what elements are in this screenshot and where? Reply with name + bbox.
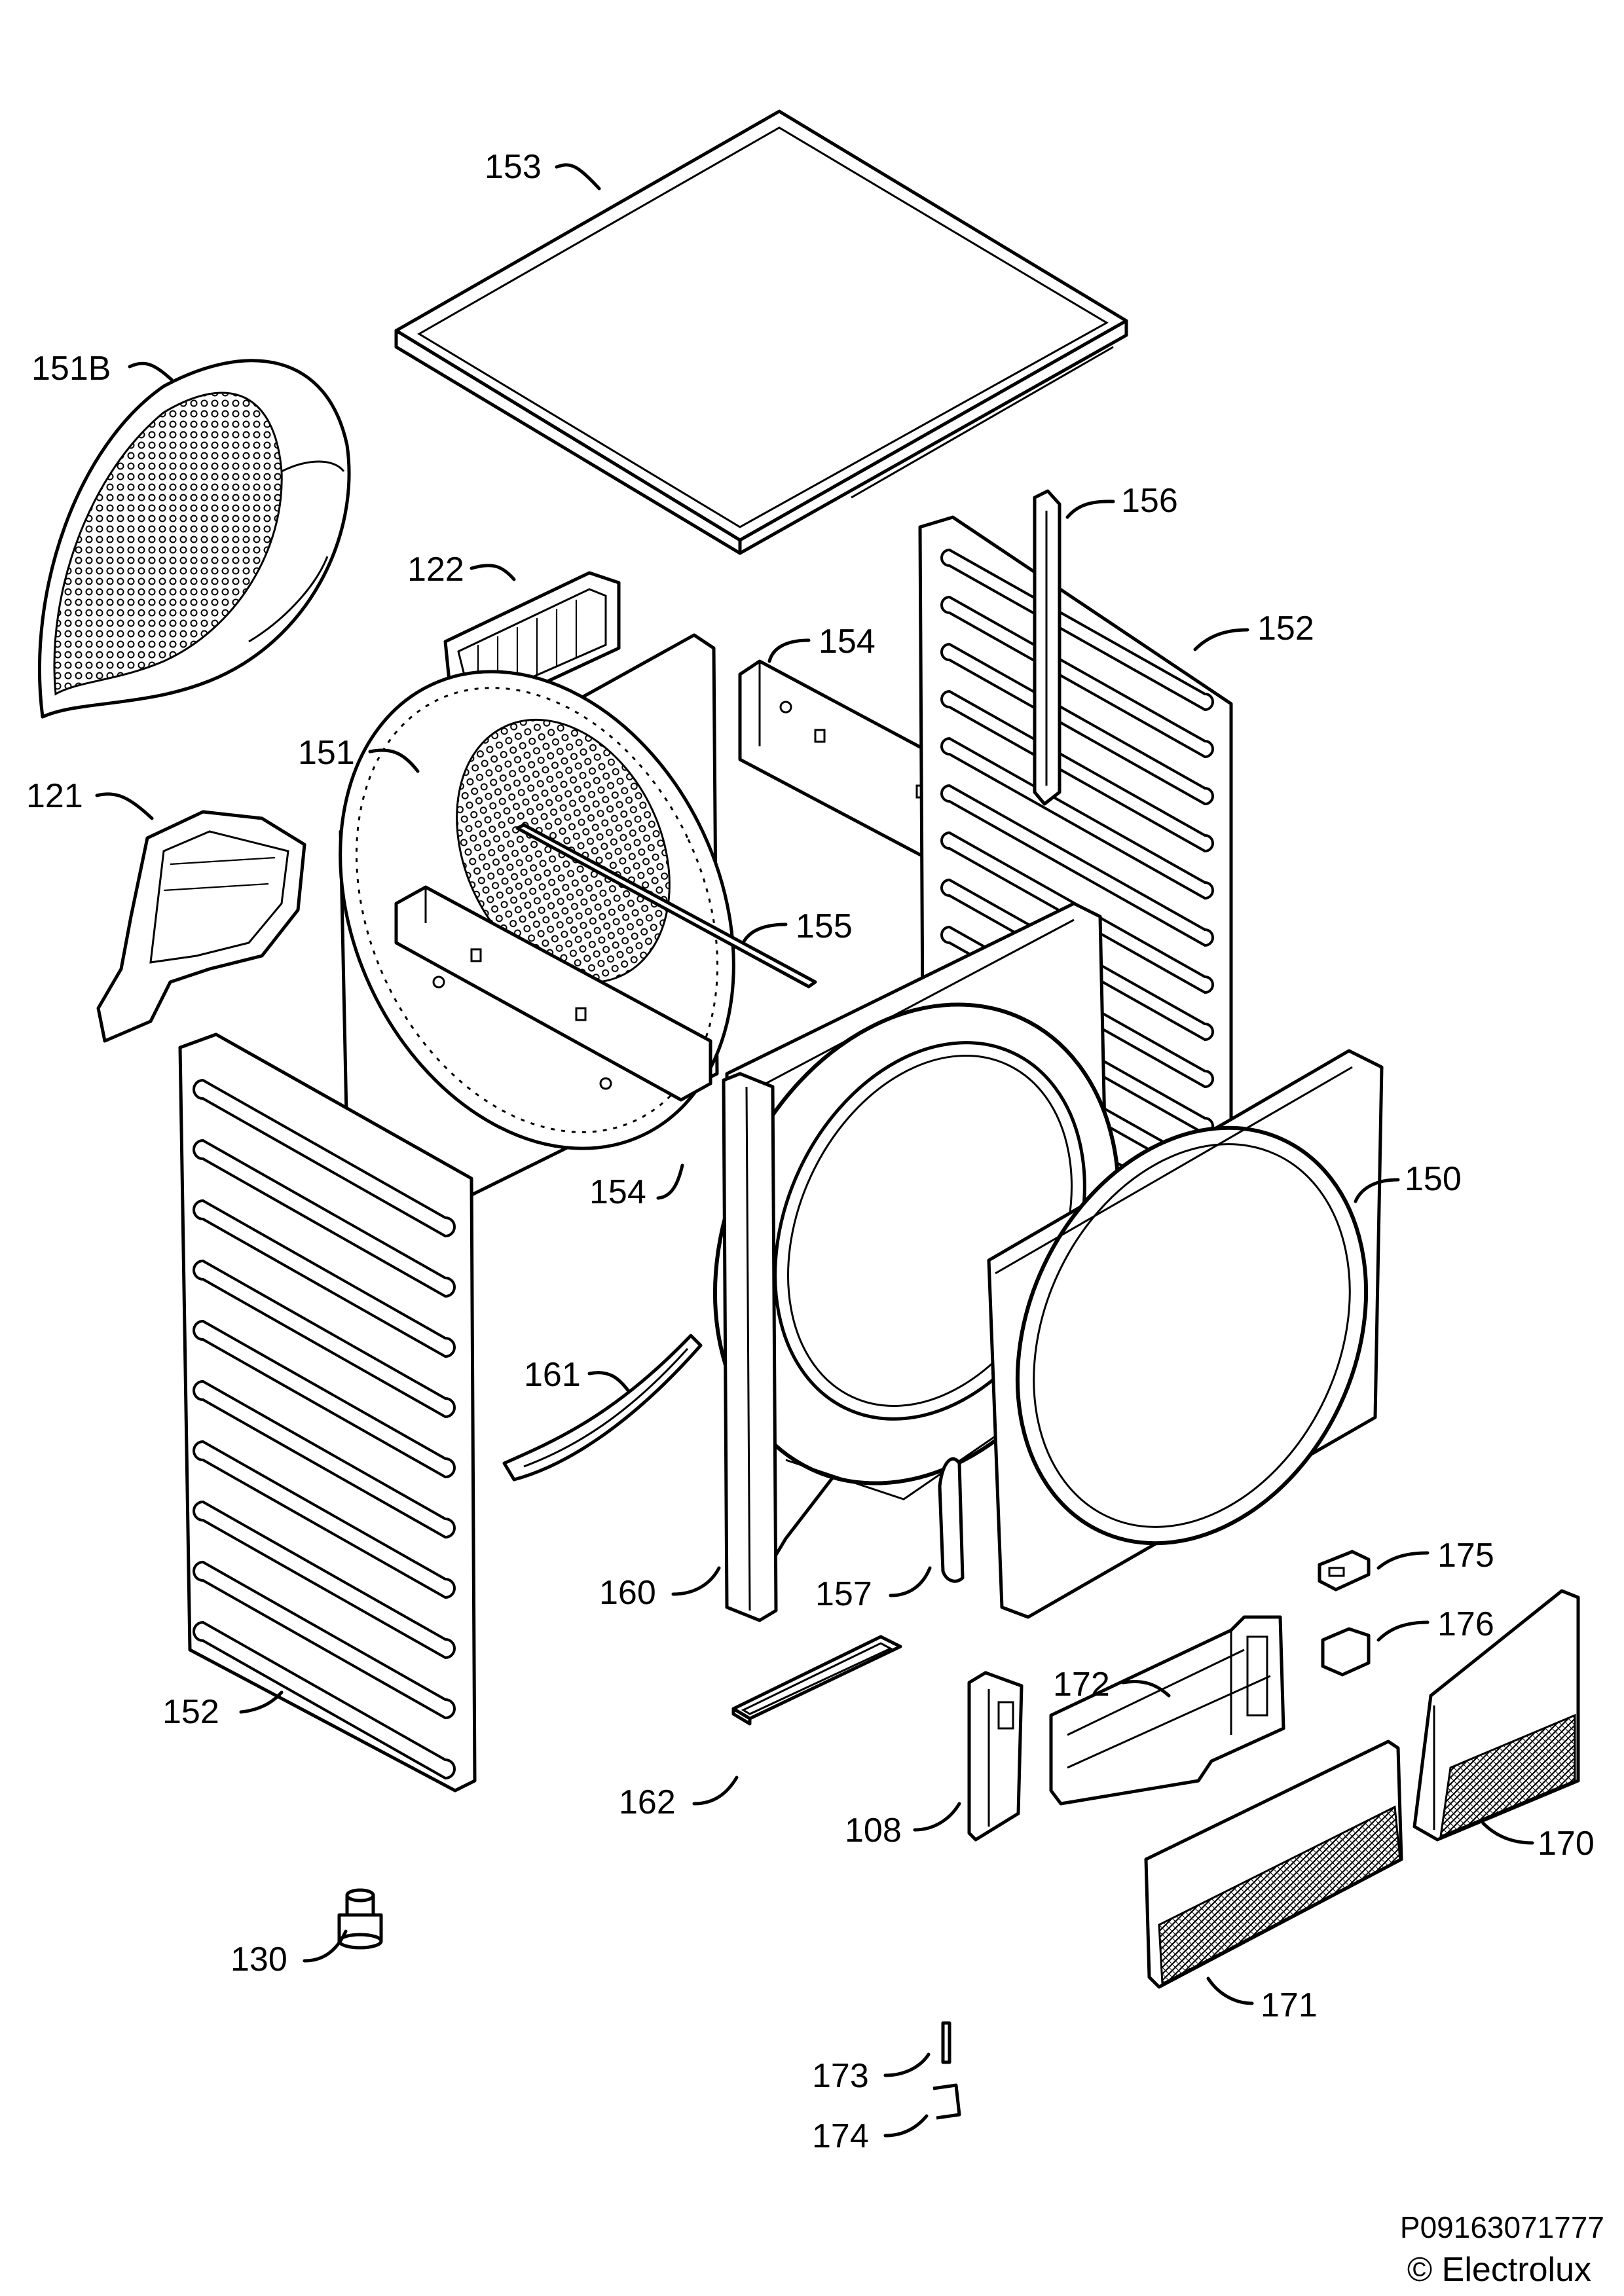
adjustable-foot-part	[337, 1888, 383, 1950]
drawing-code: P09163071777	[1400, 2210, 1604, 2244]
callout-171: 171	[1206, 1977, 1318, 2024]
door-seal-strip-part	[502, 1334, 703, 1482]
front-panel-part	[987, 1049, 1384, 1619]
callout-176: 176	[1376, 1605, 1494, 1643]
panel-rib	[193, 1379, 456, 1539]
callout-label-154-bottom: 154	[589, 1173, 646, 1211]
callout-108: 108	[845, 1802, 961, 1850]
callout-162: 162	[619, 1776, 739, 1821]
callout-153: 153	[485, 148, 601, 191]
callout-label-157: 157	[815, 1575, 872, 1613]
callout-173: 173	[812, 2052, 931, 2095]
door-handle-part	[967, 1671, 1024, 1842]
callout-170: 170	[1481, 1821, 1595, 1863]
panel-rib	[193, 1139, 456, 1298]
callout-label-161: 161	[524, 1356, 581, 1394]
top-lid-part	[394, 109, 1128, 555]
switch-part	[1321, 1627, 1371, 1677]
callout-155: 155	[741, 907, 853, 945]
callout-130: 130	[231, 1929, 348, 1978]
callout-152-right: 152	[1193, 610, 1314, 651]
callout-label-121: 121	[26, 777, 83, 815]
clip-part	[938, 1457, 965, 1583]
callout-175: 175	[1376, 1537, 1494, 1575]
callout-label-130: 130	[231, 1941, 287, 1978]
panel-rib	[940, 737, 1214, 900]
callout-label-173: 173	[812, 2057, 869, 2095]
pin-part	[941, 2021, 951, 2064]
air-duct-part	[96, 810, 306, 1043]
panel-rib	[940, 595, 1214, 759]
panel-rib	[193, 1078, 456, 1238]
copyright-notice: © Electrolux	[1407, 2251, 1591, 2289]
callout-label-176: 176	[1437, 1605, 1494, 1643]
front-post-part	[722, 1072, 778, 1622]
callout-label-152-right: 152	[1257, 610, 1314, 647]
callout-label-160: 160	[599, 1574, 656, 1612]
callout-label-152-left: 152	[162, 1693, 219, 1731]
panel-rib	[940, 642, 1214, 806]
callout-label-174: 174	[812, 2117, 869, 2155]
lock-part	[1318, 1550, 1371, 1592]
callout-label-122: 122	[407, 551, 464, 589]
callout-174: 174	[812, 2114, 929, 2155]
vertical-strip-part	[1033, 489, 1061, 806]
rear-grille-cover-part	[37, 359, 351, 719]
callout-157: 157	[815, 1566, 932, 1613]
callout-121: 121	[26, 777, 154, 820]
callout-label-153: 153	[485, 148, 542, 186]
callout-label-108: 108	[845, 1812, 902, 1850]
callout-label-171: 171	[1261, 1986, 1318, 2024]
callout-122: 122	[407, 551, 516, 589]
panel-rib	[193, 1259, 456, 1419]
rear-brace-part	[394, 885, 712, 1102]
callout-151b: 151B	[31, 350, 174, 388]
callout-label-175: 175	[1437, 1537, 1494, 1575]
panel-rib	[193, 1500, 456, 1660]
callout-154-bottom: 154	[589, 1163, 684, 1211]
callout-172: 172	[1053, 1666, 1171, 1704]
callout-label-170: 170	[1538, 1825, 1595, 1863]
callout-label-154-top: 154	[819, 623, 876, 661]
hinge-bracket-part	[1049, 1615, 1285, 1806]
callout-161: 161	[524, 1356, 631, 1394]
callout-160: 160	[599, 1566, 721, 1612]
callout-label-151: 151	[298, 734, 355, 772]
callout-154-top: 154	[767, 623, 876, 663]
callout-151: 151	[298, 734, 420, 773]
rod-part	[515, 823, 817, 989]
panel-rib	[940, 689, 1214, 853]
panel-rib	[193, 1199, 456, 1358]
gasket-part	[731, 1635, 902, 1726]
panel-rib	[193, 1440, 456, 1599]
callout-152-left: 152	[162, 1690, 284, 1731]
spring-clip-part	[932, 2083, 961, 2120]
left-side-panel-part	[178, 1032, 477, 1793]
panel-rib	[193, 1560, 456, 1720]
panel-rib	[193, 1620, 456, 1780]
callout-156: 156	[1065, 482, 1178, 520]
callout-label-151b: 151B	[31, 350, 111, 388]
callout-label-162: 162	[619, 1783, 676, 1821]
callout-150: 150	[1354, 1160, 1462, 1203]
panel-rib	[940, 784, 1214, 947]
kick-panel-part	[1144, 1740, 1403, 1989]
callout-label-155: 155	[796, 907, 853, 945]
panel-rib	[940, 548, 1214, 712]
callout-label-150: 150	[1405, 1160, 1462, 1198]
callout-label-156: 156	[1121, 482, 1178, 520]
callout-label-172: 172	[1053, 1666, 1110, 1704]
panel-rib	[193, 1319, 456, 1479]
plinth-part	[1412, 1589, 1580, 1842]
